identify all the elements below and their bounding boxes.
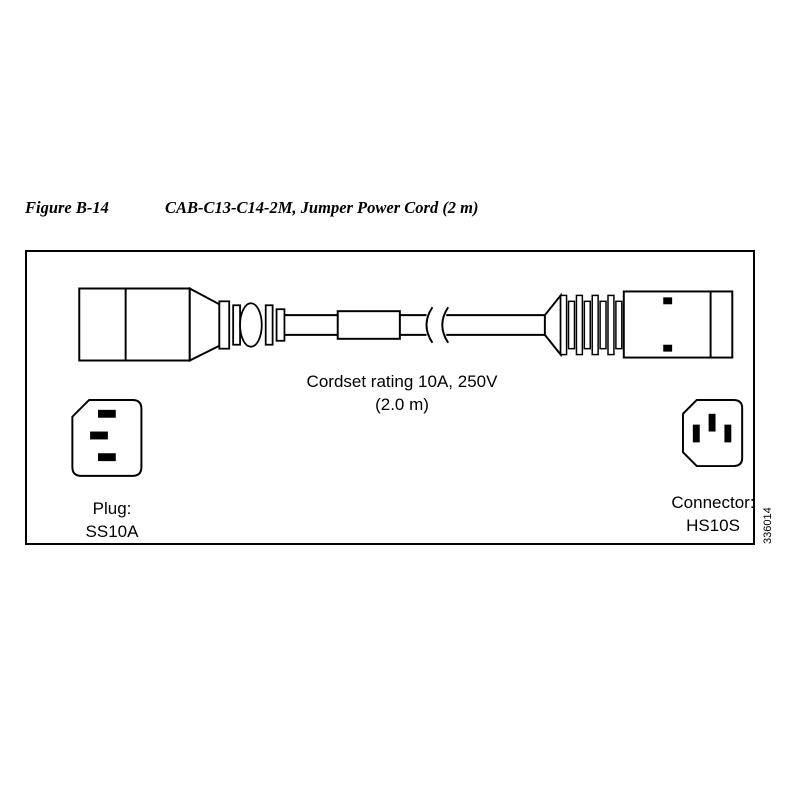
connector-face-drawing bbox=[681, 398, 744, 468]
right-strain-relief bbox=[559, 294, 623, 356]
cable-drawing bbox=[284, 306, 545, 344]
plug-label: Plug: bbox=[92, 499, 132, 518]
cordset-rating-line1: Cordset rating 10A, 250V bbox=[306, 372, 498, 391]
cordset-rating-line2: (2.0 m) bbox=[375, 395, 429, 414]
connector-slot-left bbox=[692, 424, 700, 443]
cable-break-right bbox=[441, 306, 450, 344]
plug-pin-top bbox=[98, 409, 116, 418]
plug-pin-middle bbox=[90, 431, 108, 440]
cable-molded-section bbox=[336, 310, 401, 340]
connector-label: Connector: bbox=[671, 493, 755, 512]
figure-part-number: 336014 bbox=[762, 507, 774, 544]
connector-slot-right bbox=[724, 424, 732, 443]
figure-label: Figure B-14 bbox=[25, 198, 109, 217]
left-strain-relief bbox=[218, 300, 286, 350]
plug-pin-bottom bbox=[98, 453, 116, 462]
power-cord-diagram bbox=[71, 286, 744, 477]
figure-box: Cordset rating 10A, 250V (2.0 m) Plug: S… bbox=[25, 250, 755, 545]
connector-slot-center bbox=[708, 413, 716, 432]
left-plug-drawing bbox=[78, 286, 286, 363]
connector-model: HS10S bbox=[686, 516, 740, 535]
plug-face-drawing bbox=[71, 398, 143, 477]
plug-model: SS10A bbox=[85, 522, 139, 541]
cable-break-left bbox=[425, 306, 434, 344]
figure-title: CAB-C13-C14-2M, Jumper Power Cord (2 m) bbox=[165, 198, 479, 217]
figure-caption: Figure B-14 CAB-C13-C14-2M, Jumper Power… bbox=[25, 198, 765, 220]
right-connector-drawing bbox=[543, 290, 734, 359]
